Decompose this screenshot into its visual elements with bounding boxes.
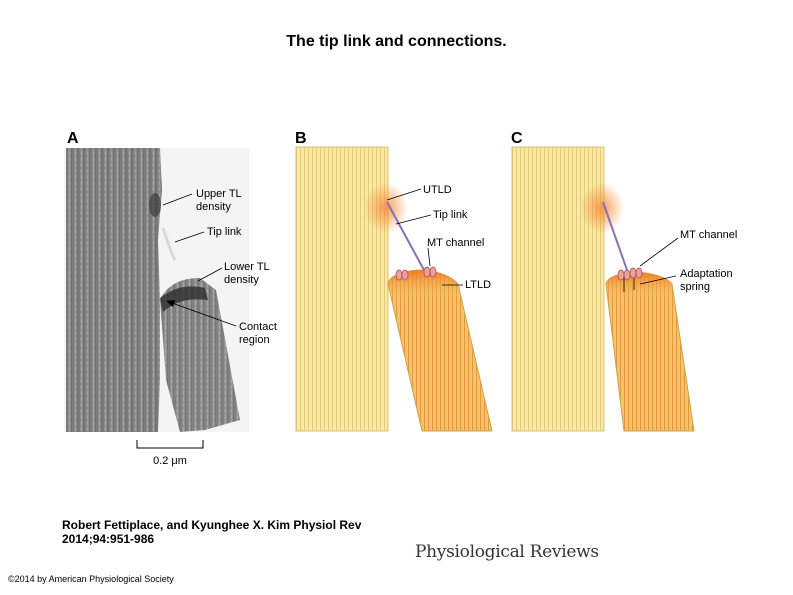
panel-c-label: C (511, 130, 523, 147)
contact-region-arrowhead (166, 300, 175, 307)
scale-bar (136, 440, 204, 449)
adaptation-spring-leader (639, 275, 677, 285)
citation-line2: 2014;94:951-986 (62, 532, 155, 546)
tip-link-label-a: Tip link (207, 226, 242, 238)
stereocilium-short-c (605, 271, 695, 432)
mt-channel-c-2 (623, 269, 631, 281)
stereocilium-tall-b (295, 146, 408, 432)
contact-region-arrow (171, 302, 237, 327)
lower-tl-label-line2: density (224, 274, 259, 286)
mt-channel-leader-b (427, 247, 431, 267)
panel-a-label: A (67, 130, 79, 147)
tip-link-label-b: Tip link (433, 209, 468, 221)
tip-link-b (386, 201, 425, 271)
mt-channel-c-3 (629, 267, 637, 279)
mt-channel-b-2 (401, 269, 409, 281)
mt-channel-c-4 (635, 267, 643, 279)
ltld-label: LTLD (465, 279, 491, 291)
copyright: ©2014 by American Physiological Society (8, 574, 174, 584)
tip-link-leader-a (174, 231, 205, 243)
citation: Robert Fettiplace, and Kyunghee X. Kim P… (62, 518, 361, 546)
upper-tl-leader (162, 193, 193, 206)
journal-logo: Physiological Reviews (415, 542, 599, 562)
citation-line1: Robert Fettiplace, and Kyunghee X. Kim P… (62, 518, 362, 532)
mt-channel-c-1 (617, 269, 625, 281)
upper-tl-label-line2: density (196, 201, 231, 213)
utld-leader (386, 188, 422, 201)
tip-link-leader-b (395, 214, 432, 225)
mt-channel-leader-c (639, 237, 679, 267)
mt-channel-b-1 (395, 269, 403, 281)
scale-bar-label: 0.2 μm (153, 455, 187, 467)
utld-label: UTLD (423, 184, 452, 196)
contact-region-label-line1: Contact (239, 321, 277, 333)
adaptation-spring-label-line1: Adaptation (680, 268, 733, 280)
panel-b-label: B (295, 130, 307, 147)
lower-tl-label-line1: Lower TL (224, 261, 270, 273)
mt-channel-b-3 (423, 266, 431, 278)
mt-channel-label-c: MT channel (680, 229, 737, 241)
micrograph-panel-a (64, 148, 249, 432)
contact-region-label-line2: region (239, 334, 270, 346)
mt-channel-b-4 (429, 266, 437, 278)
figure-title: The tip link and connections. (286, 33, 507, 50)
mt-channel-label-b: MT channel (427, 237, 484, 249)
stereocilium-short-b (387, 269, 493, 432)
adaptation-spring-label-line2: spring (680, 281, 710, 293)
tip-link-c (602, 201, 628, 271)
lower-tl-leader (197, 267, 223, 282)
stereocilium-tall-c (511, 146, 624, 432)
upper-tl-label-line1: Upper TL (196, 188, 242, 200)
